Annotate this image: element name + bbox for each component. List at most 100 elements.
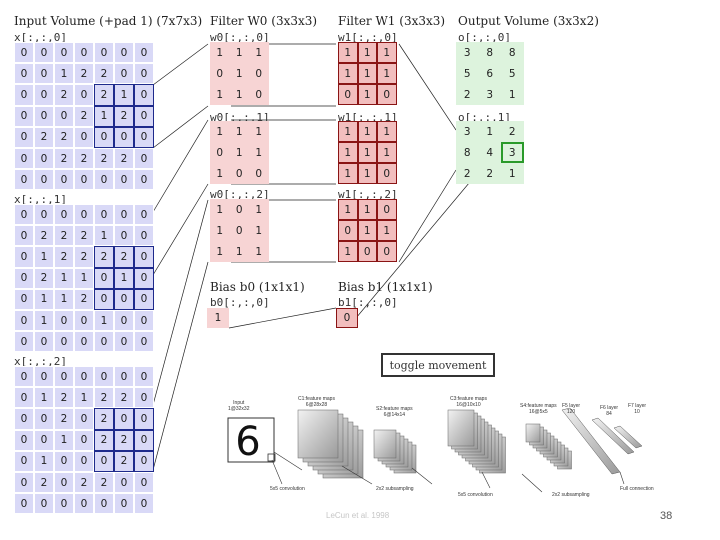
input-slice-0-cell: 0: [114, 42, 134, 64]
input-slice-2-cell: 0: [14, 408, 34, 430]
input-slice-2-cell: 0: [14, 493, 34, 515]
output-slice-1-cell: 4: [478, 142, 501, 163]
input-slice-1-cell: 2: [114, 246, 134, 268]
filter-w0-slice-1-label: w0[:,:,1]: [210, 111, 270, 124]
connector-line: [152, 119, 209, 213]
page-number: 38: [660, 510, 673, 522]
filter-w0-slice-0-cell: 1: [229, 42, 249, 63]
input-slice-2-cell: 0: [14, 387, 34, 409]
filter-w1-slice-1-cell: 1: [357, 142, 377, 163]
input-slice-1-cell: 0: [14, 331, 34, 353]
output-slice-0-label: o[:,:,0]: [458, 31, 511, 44]
input-slice-0-cell: 0: [34, 63, 54, 85]
input-slice-2-cell: 0: [74, 366, 94, 388]
input-slice-1-cell: 0: [134, 267, 154, 289]
input-slice-1-cell: 0: [134, 331, 154, 353]
filter-w0-slice-2-cell: 1: [229, 241, 249, 262]
filter-w1-slice-2-cell: 0: [357, 241, 377, 262]
input-slice-1-cell: 1: [34, 309, 54, 332]
input-slice-2-cell: 2: [114, 450, 134, 472]
output-slice-1-cell: 1: [501, 163, 524, 184]
filter-w0-slice-2-cell: 1: [249, 220, 269, 241]
filter-w1-slice-1-cell: 1: [357, 121, 377, 142]
input-slice-1-cell: 0: [34, 331, 54, 353]
input-slice-2-cell: 0: [134, 408, 154, 430]
bias-b0-value: 1: [207, 308, 229, 328]
input-slice-2-cell: 0: [114, 408, 134, 430]
input-slice-0-cell: 0: [114, 63, 134, 85]
input-slice-1-cell: 0: [14, 204, 34, 226]
input-slice-0-cell: 0: [114, 126, 134, 148]
input-slice-0-cell: 0: [94, 126, 114, 148]
input-slice-2-cell: 1: [74, 387, 94, 409]
input-slice-1-cell: 0: [74, 204, 94, 226]
input-slice-2-cell: 0: [74, 408, 94, 430]
input-slice-2-cell: 0: [54, 366, 74, 388]
output-slice-0-cell: 3: [456, 42, 479, 63]
input-slice-0-cell: 0: [34, 105, 54, 127]
connector-line: [152, 43, 209, 86]
filter-w0-slice-0-cell: 1: [249, 42, 269, 63]
input-slice-2-cell: 0: [14, 366, 34, 388]
input-slice-2-cell: 1: [34, 387, 54, 409]
filter-w1-slice-0-cell: 1: [338, 42, 358, 63]
input-slice-0-cell: 0: [34, 84, 54, 106]
output-slice-0-cell: 5: [501, 63, 524, 84]
input-slice-1-cell: 0: [134, 309, 154, 332]
input-slice-1-cell: 0: [54, 331, 74, 353]
input-slice-1-cell: 0: [74, 309, 94, 332]
input-slice-0-cell: 2: [74, 147, 94, 170]
connector-line: [152, 261, 209, 471]
filter-w0-slice-0-cell: 0: [249, 84, 269, 105]
input-slice-2-cell: 2: [114, 387, 134, 409]
input-slice-1-cell: 0: [54, 204, 74, 226]
input-slice-1-cell: 2: [74, 288, 94, 310]
input-slice-1-cell: 1: [54, 288, 74, 310]
toggle-movement-button[interactable]: toggle movement: [381, 353, 495, 377]
input-slice-0-cell: 0: [134, 63, 154, 85]
filter-w0-slice-1-cell: 1: [210, 163, 230, 184]
input-slice-2-cell: 0: [134, 429, 154, 451]
filter-w1-slice-1-cell: 1: [377, 121, 397, 142]
connector-line: [398, 43, 457, 131]
filter-w1-slice-0-cell: 1: [377, 42, 397, 63]
input-slice-2-cell: 2: [94, 471, 114, 494]
output-slice-1-cell: 3: [501, 142, 524, 163]
lenet-input-digit: 6: [235, 419, 260, 465]
lenet-s4-map: [525, 423, 541, 443]
input-slice-1-cell: 0: [114, 331, 134, 353]
input-slice-0-cell: 0: [14, 147, 34, 170]
input-slice-0-cell: 0: [74, 169, 94, 191]
filter-w0-slice-2-cell: 1: [210, 241, 230, 262]
input-slice-0-cell: 2: [54, 147, 74, 170]
input-slice-2-cell: 1: [54, 429, 74, 451]
connector-line: [152, 199, 209, 406]
input-slice-1-cell: 1: [114, 267, 134, 289]
output-slice-0-cell: 6: [478, 63, 501, 84]
output-slice-1-label: o[:,:,1]: [458, 111, 511, 124]
input-slice-1-cell: 0: [94, 288, 114, 310]
input-slice-2-cell: 0: [34, 429, 54, 451]
filter-w0-slice-1-cell: 1: [249, 142, 269, 163]
input-slice-2-cell: 2: [114, 429, 134, 451]
input-slice-1-cell: 0: [134, 204, 154, 226]
input-slice-0-cell: 0: [54, 105, 74, 127]
filter-w0-slice-1-cell: 0: [249, 163, 269, 184]
input-slice-2-cell: 2: [54, 387, 74, 409]
filter-w1-slice-2-cell: 0: [338, 220, 358, 241]
input-slice-2-label: x[:,:,2]: [14, 355, 67, 368]
connector-line: [228, 307, 337, 329]
input-slice-2-cell: 0: [114, 471, 134, 494]
input-slice-0-cell: 2: [94, 63, 114, 85]
input-slice-1-cell: 0: [14, 309, 34, 332]
input-slice-2-cell: 0: [114, 366, 134, 388]
filter-w0-slice-0-cell: 1: [210, 84, 230, 105]
